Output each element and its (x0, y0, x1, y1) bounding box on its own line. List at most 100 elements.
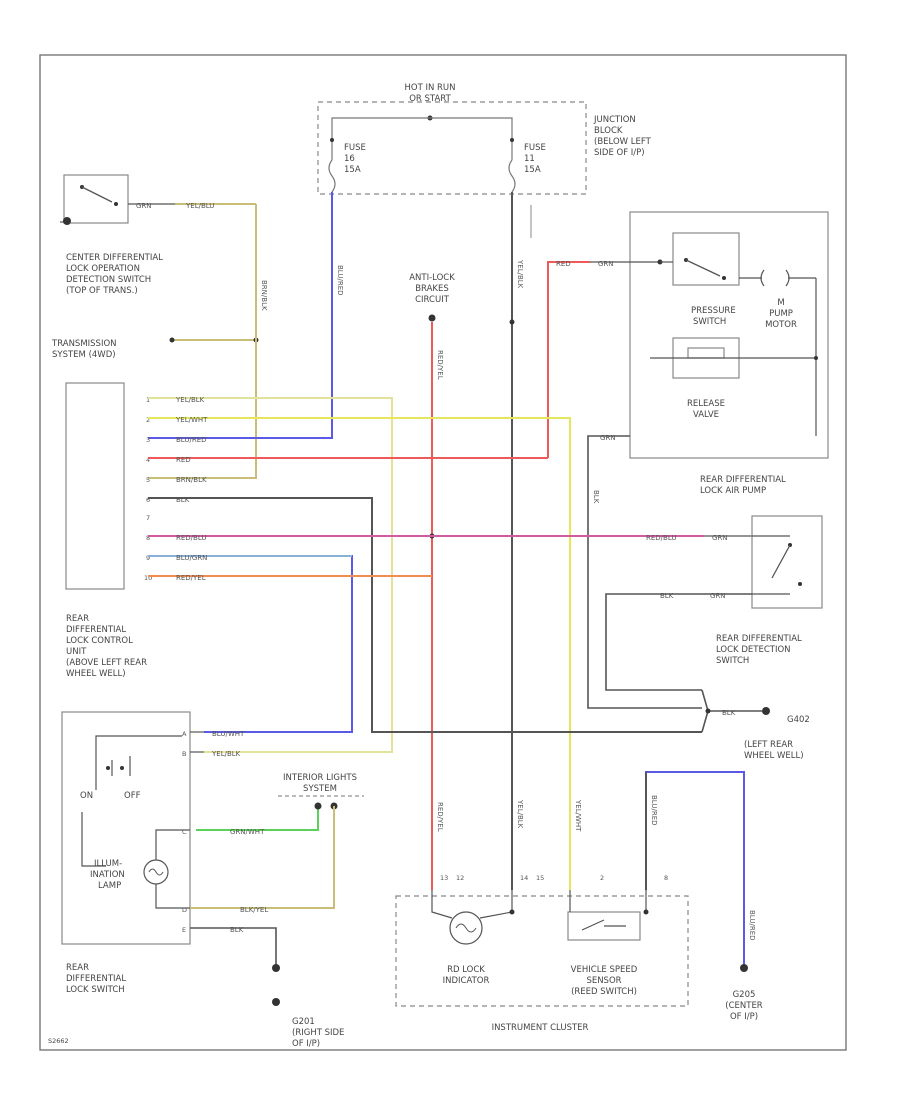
anti-lock-label-2: BRAKES (415, 284, 449, 294)
row-1-label: YEL/BLK (175, 396, 205, 404)
row-10-label: RED/YEL (176, 574, 206, 582)
wire-label-blu-red-g205: BLU/RED (748, 910, 756, 941)
pin-d: D (182, 906, 187, 914)
wire-label-grn-sw2: GRN (710, 592, 726, 600)
rd-lock-label-2: INDICATOR (443, 976, 490, 986)
lamp-lead-bottom (155, 884, 190, 909)
control-unit-label-2: DIFFERENTIAL (66, 625, 126, 635)
junction-block-line-3: (BELOW LEFT (594, 137, 652, 147)
wire-label-brn-blk: BRN/BLK (260, 280, 268, 311)
wire-label-yel-blk: YEL/BLK (516, 259, 524, 289)
wire-label-grn-wht: GRN/WHT (230, 828, 265, 836)
pin-number: 1 (146, 396, 150, 404)
interior-lights-connector-1 (314, 802, 322, 810)
pump-return-wire (587, 435, 702, 709)
wire-label-grn: GRN (136, 202, 152, 210)
indicator-lead-right (479, 890, 513, 919)
row-3-label: BLU/RED (176, 436, 207, 444)
pressure-switch-label-2: SWITCH (693, 317, 726, 327)
lock-switch-label-2: DIFFERENTIAL (66, 974, 126, 984)
red-wire (547, 261, 590, 458)
g201-ground-icon (272, 964, 280, 972)
row-5-label: BRN/BLK (176, 476, 207, 484)
instrument-cluster-box (395, 895, 689, 1007)
g402-ground-icon (762, 707, 770, 715)
pin-e: E (182, 926, 186, 934)
pin-number: 3 (146, 436, 150, 444)
instrument-cluster-label: INSTRUMENT CLUSTER (492, 1023, 589, 1033)
left-rear-label-1: (LEFT REAR (744, 740, 793, 750)
fuse-11-line-2: 11 (524, 154, 535, 164)
transmission-node (169, 337, 175, 343)
lamp-lead-top (155, 829, 190, 860)
wire-label-blk-g402: BLK (722, 709, 736, 717)
release-valve-node (814, 356, 818, 360)
row-8-label: RED/BLU (176, 534, 207, 542)
detection-blk-wire (605, 593, 752, 691)
pin-number: 8 (146, 534, 150, 542)
rd-lock-label-1: RD LOCK (447, 965, 485, 975)
detection-switch-contact-2 (798, 582, 802, 586)
fuse-11-line-3: 15A (524, 165, 541, 175)
speed-sensor-label-2: SENSOR (586, 976, 621, 986)
pump-motor-label-2: PUMP (769, 309, 793, 319)
lock-switch-internal-b (81, 812, 106, 867)
fuse-16-node (330, 138, 334, 142)
speed-sensor-box (567, 911, 641, 941)
wire-label-blk: BLK (592, 490, 600, 504)
detection-switch-label-2: LOCK DETECTION (716, 645, 791, 655)
g201-blk-wire (190, 927, 277, 968)
left-rear-label-2: WHEEL WELL) (744, 751, 804, 761)
cluster-pin-1: 13 (440, 874, 448, 882)
release-valve-label-1: RELEASE (687, 399, 725, 409)
pin-number: 5 (146, 476, 150, 484)
control-unit-label-4: UNIT (66, 647, 87, 657)
pressure-switch-contact-2 (722, 276, 726, 280)
pin-a: A (182, 730, 187, 738)
wire-label-red-blu-right: RED/BLU (646, 534, 677, 542)
g402-label: G402 (787, 715, 810, 725)
wire-label-blu-wht: BLU/WHT (212, 730, 245, 738)
diagram-frame (39, 54, 847, 1051)
control-unit-label-3: LOCK CONTROL (66, 636, 133, 646)
detection-switch-label-3: SWITCH (716, 656, 749, 666)
junction-busbar (331, 117, 513, 160)
wire-label-red-yel: RED/YEL (436, 350, 444, 380)
rd-lock-indicator-icon (449, 911, 483, 945)
center-diff-switch-arm (81, 186, 113, 203)
lock-switch-label-3: LOCK SWITCH (66, 985, 125, 995)
wire-label-yel-blu: YEL/BLU (185, 202, 214, 210)
fuse-16-symbol (328, 159, 336, 193)
cluster-splice (509, 909, 515, 915)
pin-b: B (182, 750, 186, 758)
pin-number: 4 (146, 456, 150, 464)
pin-number: 10 (144, 574, 152, 582)
off-label: OFF (124, 791, 141, 801)
pump-motor-label-1: M (777, 298, 784, 308)
center-diff-label-4: (TOP OF TRANS.) (66, 286, 138, 296)
control-unit-label-5: (ABOVE LEFT REAR (66, 658, 147, 668)
blu-red-wire (148, 192, 333, 439)
fuse-16-line-2: 16 (344, 154, 355, 164)
speed-sensor-label-1: VEHICLE SPEED (571, 965, 638, 975)
g205-label-2: (CENTER (725, 1001, 763, 1011)
g205-label-1: G205 (733, 990, 756, 1000)
speed-sensor-node (643, 909, 649, 915)
lock-switch-label-1: REAR (66, 963, 89, 973)
wire-label-blu-red-low: BLU/RED (650, 795, 658, 826)
center-diff-switch-box (63, 174, 129, 224)
anti-lock-connector (428, 314, 436, 322)
detection-switch-box (751, 515, 823, 609)
wire-label-red: RED (556, 260, 571, 268)
air-pump-box (629, 211, 829, 459)
cluster-pin-6: 8 (664, 874, 668, 882)
row-9-blu-grn-wire (148, 555, 353, 733)
yel-blk-splice (509, 319, 515, 325)
indicator-lead-left (431, 890, 453, 919)
center-diff-label-2: LOCK OPERATION (66, 264, 140, 274)
row-6-blk-wire (148, 497, 702, 733)
on-label: ON (80, 791, 93, 801)
pump-motor-label-3: MOTOR (765, 320, 797, 330)
fuse-16-line-3: 15A (344, 165, 361, 175)
